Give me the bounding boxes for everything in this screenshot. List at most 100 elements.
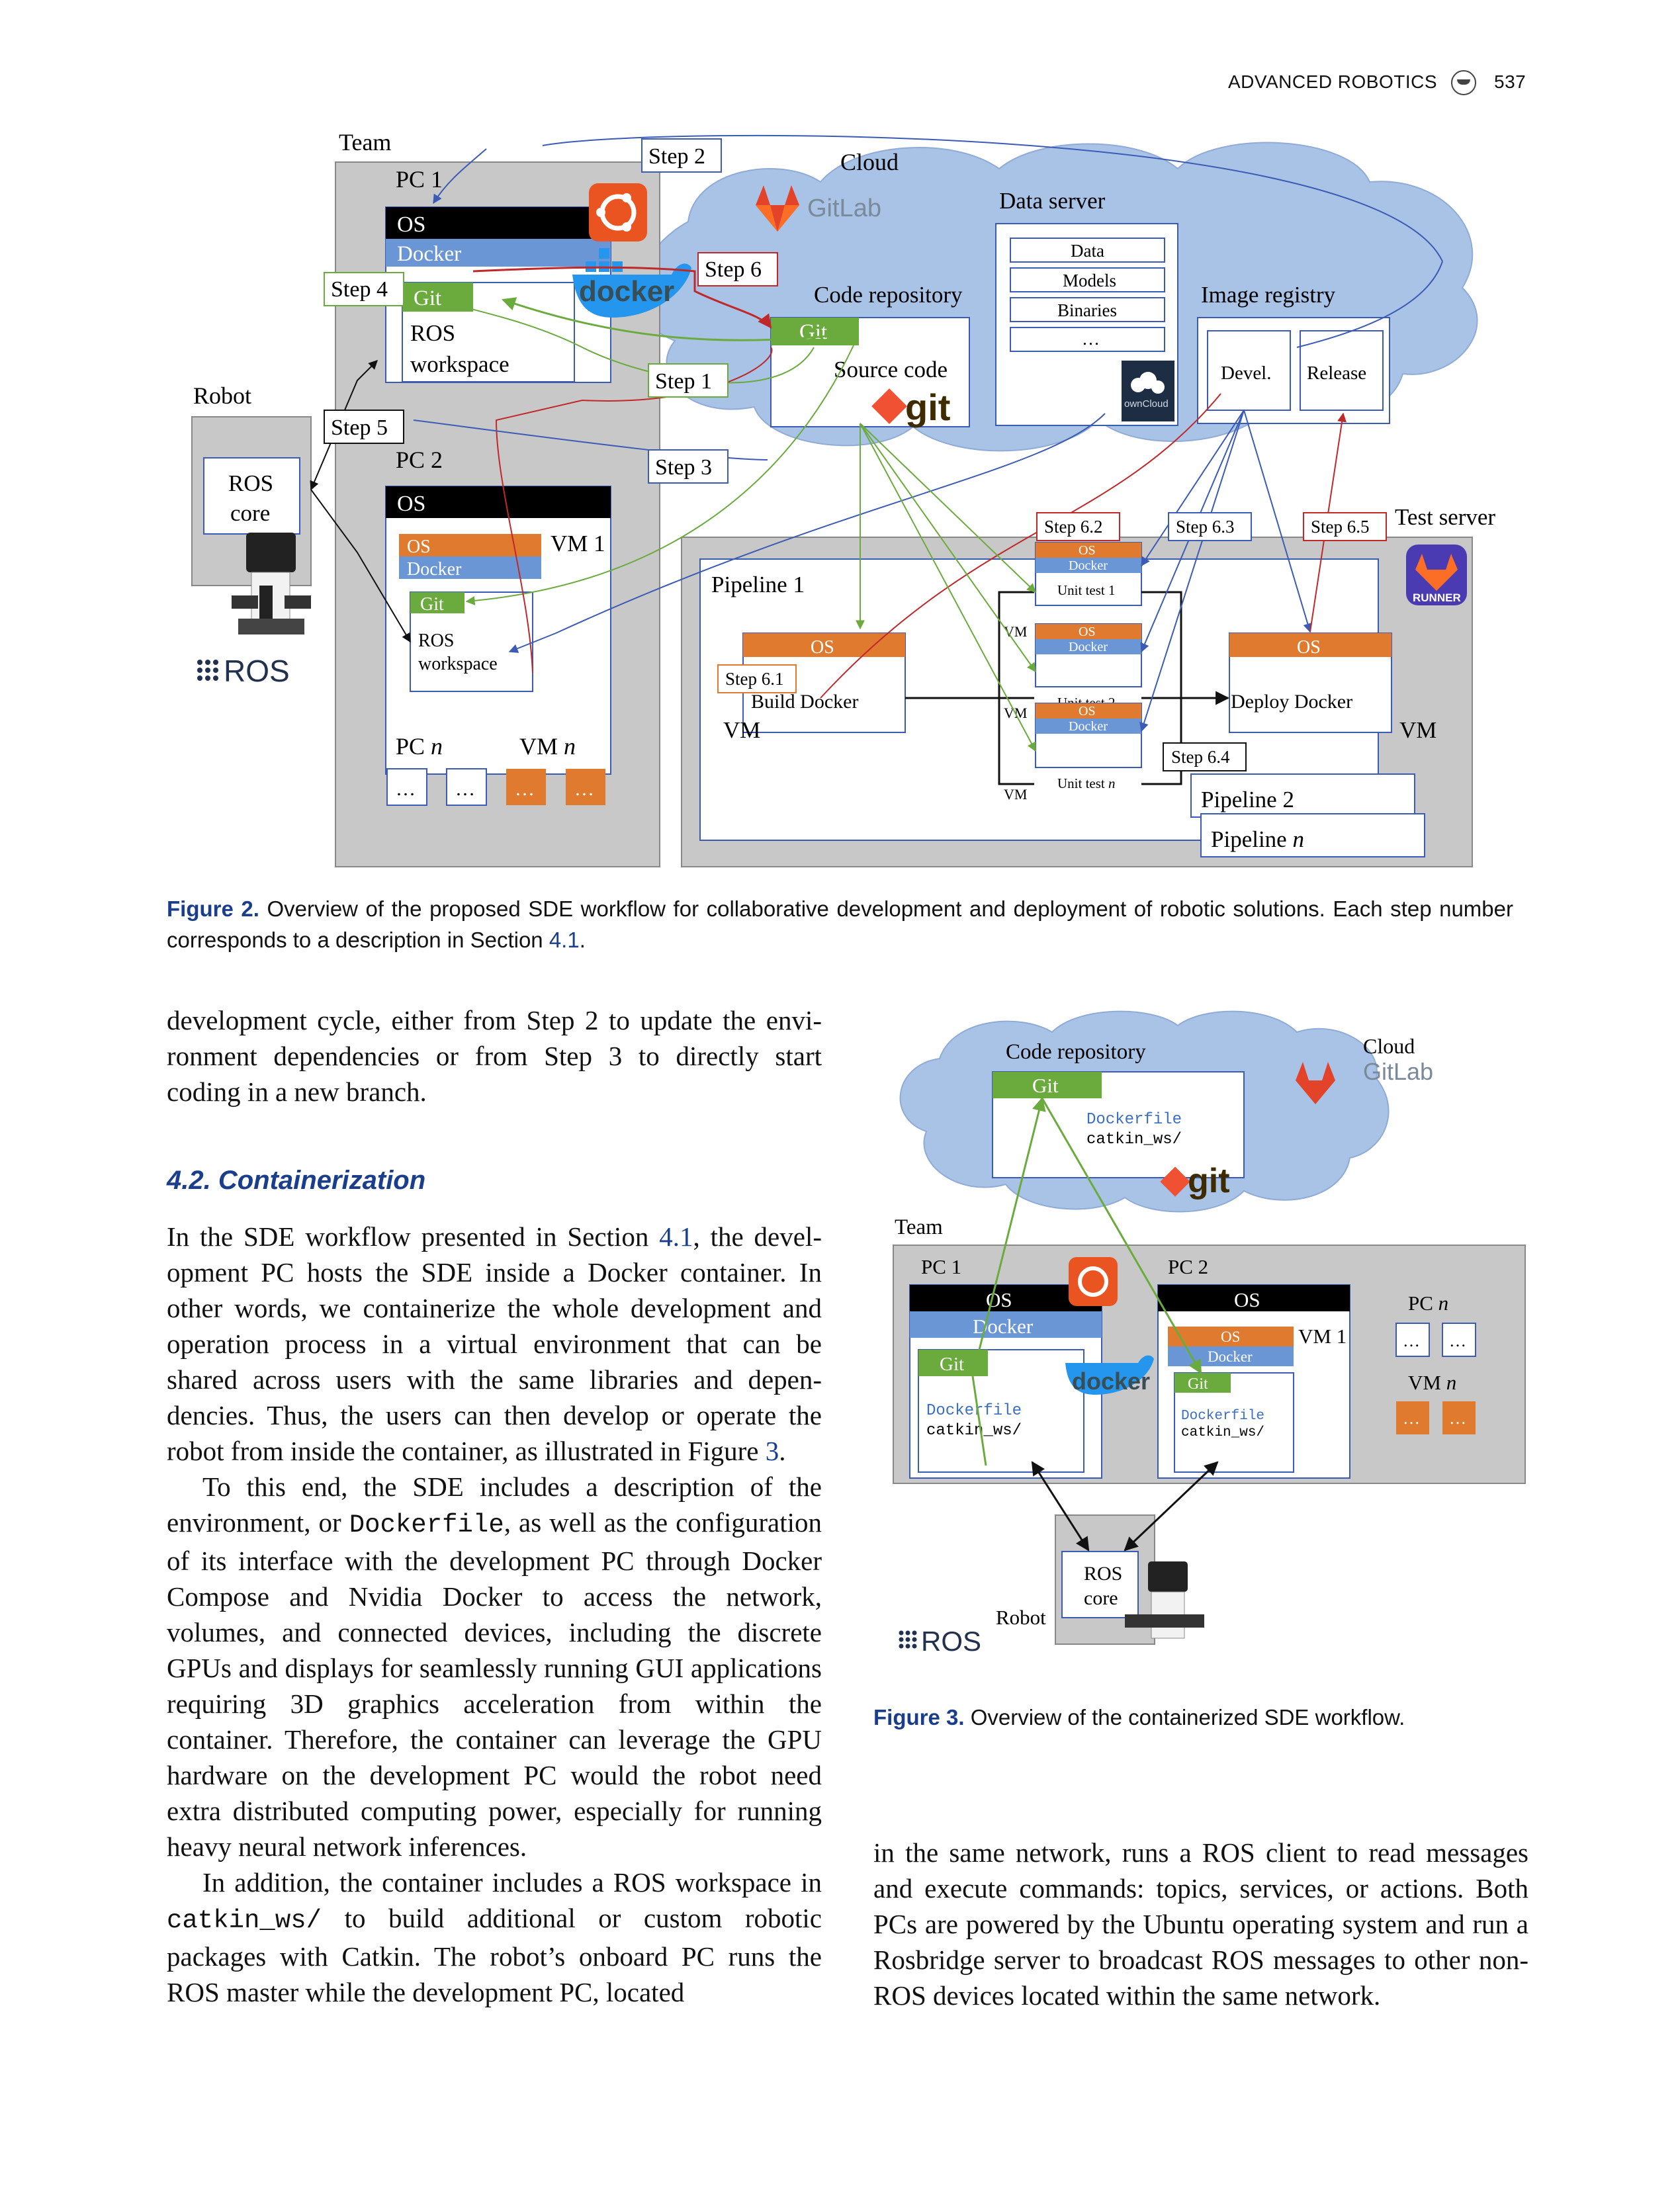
step6-label: Step 6 bbox=[705, 257, 762, 282]
ros-core-1: ROS bbox=[228, 470, 273, 496]
svg-text:…: … bbox=[1403, 1331, 1420, 1350]
svg-text:PC 2: PC 2 bbox=[1168, 1255, 1208, 1278]
pipeline2-label: Pipeline 2 bbox=[1201, 787, 1294, 812]
svg-text:Dockerfile: Dockerfile bbox=[1086, 1111, 1182, 1129]
ros-logo-icon: ROS bbox=[899, 1626, 981, 1657]
page-number: 537 bbox=[1494, 71, 1526, 92]
section-ref-link[interactable]: 4.1 bbox=[659, 1221, 693, 1252]
svg-text:VM n: VM n bbox=[1408, 1371, 1456, 1394]
pc2-label: PC 2 bbox=[396, 447, 443, 473]
robot-label: Robot bbox=[193, 382, 251, 409]
svg-text:GitLab: GitLab bbox=[1363, 1058, 1433, 1085]
journal-title: ADVANCED ROBOTICS bbox=[1228, 71, 1438, 92]
fig3-team-label: Team bbox=[895, 1215, 943, 1239]
gitlab-runner-icon: RUNNER bbox=[1406, 545, 1467, 605]
svg-text:docker: docker bbox=[1072, 1368, 1150, 1395]
svg-text:ROS: ROS bbox=[921, 1626, 981, 1657]
paragraph-2: To this end, the SDE includes a descript… bbox=[167, 1471, 822, 1862]
step62-label: Step 6.2 bbox=[1044, 517, 1103, 537]
ubuntu-icon bbox=[589, 183, 647, 241]
svg-text:…: … bbox=[1449, 1409, 1466, 1428]
pcn-label: PC n bbox=[396, 733, 443, 760]
pc2-workspace: workspace bbox=[418, 654, 498, 674]
figure-2-label: Figure 2. bbox=[167, 897, 259, 921]
svg-text:Docker: Docker bbox=[1208, 1348, 1253, 1365]
step65-label: Step 6.5 bbox=[1311, 517, 1370, 537]
cloud-label: Cloud bbox=[840, 149, 899, 175]
svg-text:Robot: Robot bbox=[996, 1606, 1046, 1629]
svg-text:Docker: Docker bbox=[1069, 640, 1108, 654]
right-column-body: in the same network, runs a ROS client t… bbox=[873, 1835, 1528, 2013]
pc2-git: Git bbox=[420, 594, 444, 615]
step63-label: Step 6.3 bbox=[1176, 517, 1235, 537]
figure-3-caption: Figure 3. Overview of the containerized … bbox=[873, 1705, 1405, 1729]
pc1-label: PC 1 bbox=[396, 166, 443, 193]
paragraph-continuation: development cycle, either from Step 2 to… bbox=[167, 1005, 822, 1107]
code-repo-label: Code repository bbox=[814, 282, 963, 308]
figure-3: Code repository Git Dockerfile catkin_ws… bbox=[893, 1010, 1526, 1657]
figure-3-label: Figure 3. bbox=[873, 1705, 965, 1729]
svg-text:VM: VM bbox=[1004, 786, 1027, 803]
svg-text:…: … bbox=[574, 778, 594, 800]
svg-text:OS: OS bbox=[1079, 625, 1096, 639]
svg-text:OS: OS bbox=[811, 637, 834, 658]
svg-text:…: … bbox=[1082, 329, 1100, 349]
svg-text:Git: Git bbox=[1032, 1074, 1059, 1097]
left-column-body: In the SDE workflow presented in Section… bbox=[167, 1219, 822, 2010]
svg-text:RUNNER: RUNNER bbox=[1413, 591, 1461, 604]
svg-text:…: … bbox=[455, 778, 475, 800]
build-docker-label: Build Docker bbox=[751, 691, 858, 713]
svg-text:…: … bbox=[515, 778, 535, 800]
svg-text:ROS: ROS bbox=[1084, 1563, 1122, 1585]
fig3-code-repo-label: Code repository bbox=[1006, 1040, 1146, 1064]
svg-text:PC 1: PC 1 bbox=[921, 1255, 961, 1278]
figure-ref-link[interactable]: 3 bbox=[765, 1436, 779, 1466]
journal-logo-icon bbox=[1451, 70, 1476, 95]
svg-text:OS: OS bbox=[1297, 637, 1321, 658]
svg-text:OS: OS bbox=[1234, 1288, 1260, 1311]
svg-text:Release: Release bbox=[1307, 363, 1366, 384]
svg-text:Dockerfile: Dockerfile bbox=[1181, 1409, 1264, 1424]
pc2-vm1: VM 1 bbox=[551, 531, 605, 556]
pc1-git: Git bbox=[414, 286, 441, 310]
pc1-docker: Docker bbox=[397, 242, 461, 266]
robot-icon bbox=[1125, 1561, 1204, 1639]
paragraph-1: In the SDE workflow presented in Section… bbox=[167, 1221, 822, 1466]
svg-text:Dockerfile: Dockerfile bbox=[926, 1402, 1022, 1420]
svg-text:Git: Git bbox=[1188, 1376, 1208, 1393]
deploy-docker-label: Deploy Docker bbox=[1231, 691, 1352, 713]
pipeline1-label: Pipeline 1 bbox=[711, 572, 805, 597]
left-column: development cycle, either from Step 2 to… bbox=[167, 1002, 822, 1110]
svg-text:catkin_ws/: catkin_ws/ bbox=[926, 1422, 1022, 1440]
svg-text:…: … bbox=[1403, 1409, 1420, 1428]
step3-label: Step 3 bbox=[655, 455, 712, 480]
gitlab-wordmark: GitLab bbox=[807, 195, 881, 222]
svg-text:catkin_ws/: catkin_ws/ bbox=[1181, 1425, 1264, 1440]
repo-git: Git bbox=[799, 320, 827, 344]
svg-text:…: … bbox=[396, 778, 416, 800]
pc2-ros: ROS bbox=[418, 631, 454, 651]
svg-text:git: git bbox=[905, 386, 950, 428]
svg-text:Data: Data bbox=[1071, 241, 1104, 261]
step2-label: Step 2 bbox=[648, 144, 705, 169]
gitlab-icon bbox=[1296, 1062, 1335, 1104]
pc2-vm-os: OS bbox=[407, 537, 431, 557]
docker-icon: docker bbox=[572, 248, 691, 318]
svg-text:Binaries: Binaries bbox=[1057, 300, 1117, 320]
svg-text:VM: VM bbox=[723, 717, 760, 743]
docker-icon: docker bbox=[1065, 1355, 1154, 1395]
paragraph-right: in the same network, runs a ROS client t… bbox=[873, 1837, 1528, 2011]
source-code-label: Source code bbox=[834, 357, 948, 382]
svg-text:Models: Models bbox=[1063, 271, 1116, 290]
ros-core-2: core bbox=[230, 500, 270, 526]
svg-text:git: git bbox=[1188, 1162, 1230, 1200]
svg-text:OS: OS bbox=[1221, 1329, 1240, 1345]
svg-text:Docker: Docker bbox=[973, 1315, 1034, 1338]
pc2-docker: Docker bbox=[407, 559, 462, 580]
section-ref-link[interactable]: 4.1 bbox=[549, 928, 580, 952]
svg-text:OS: OS bbox=[1079, 704, 1096, 719]
svg-text:Docker: Docker bbox=[1069, 719, 1108, 734]
svg-text:core: core bbox=[1084, 1587, 1118, 1609]
docker-wordmark: docker bbox=[579, 275, 674, 308]
pc1-os: OS bbox=[397, 212, 425, 237]
